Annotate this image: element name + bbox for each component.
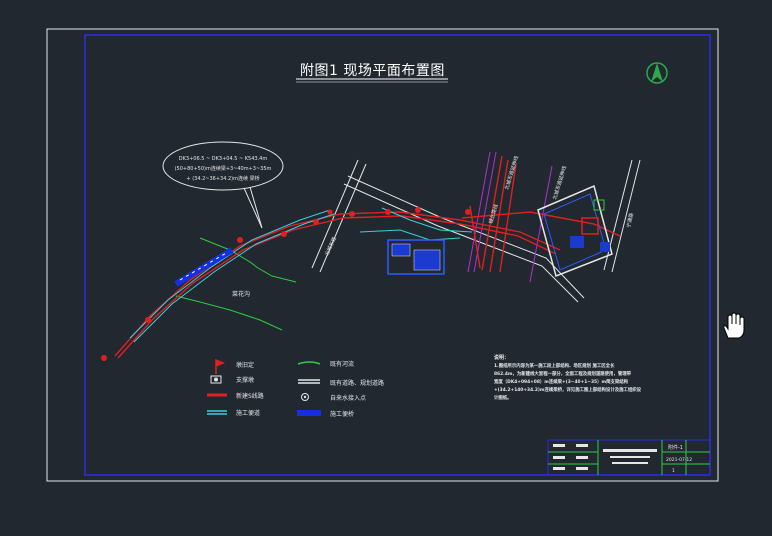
title-block-date: 2021-07-12 bbox=[666, 457, 692, 463]
road-label-left: 北城东路 bbox=[323, 236, 338, 257]
notes-line-3: 宽度（DK4+094+08）m连续梁+(3~40+1~35）m简支梁结构 bbox=[493, 378, 629, 385]
legend-label-river: 既有河流 bbox=[330, 360, 354, 368]
notes-line-2: 862.4m，为新建线大里程一部分，全面工程及规划道路使用，管理带 bbox=[494, 370, 632, 377]
drawing-title: 附图1 现场平面布置图 bbox=[300, 63, 445, 79]
title-block bbox=[547, 439, 711, 476]
temporary-bridge bbox=[174, 247, 234, 287]
title-block-drawing-no: 附件-1 bbox=[668, 444, 683, 451]
callout-line-1: DK3+06.5 ~ DK3+04.5 ~ K543.4m bbox=[179, 156, 268, 162]
existing-roads bbox=[311, 159, 641, 303]
legend-label-pier: 墩旧定 bbox=[236, 361, 254, 369]
notes-heading: 说明： bbox=[494, 354, 509, 361]
notes-line-1: 1.图纸所示内容为某一施工段上部结构、场区规划 施工区全长 bbox=[494, 362, 615, 369]
site-compound bbox=[387, 184, 613, 278]
bridge-icon bbox=[297, 410, 321, 416]
legend-label-roads: 既有道路、规划道路 bbox=[330, 379, 384, 387]
notes-line-5: 计图纸。 bbox=[494, 394, 512, 401]
road-label-north-2: 北城东路延伸线 bbox=[551, 165, 568, 201]
legend-label-bridge: 施工便桥 bbox=[330, 410, 354, 418]
legend-label-new-line: 新建S线路 bbox=[236, 392, 264, 400]
place-label: 菜花沟 bbox=[232, 290, 250, 298]
water-point-icon bbox=[301, 393, 309, 401]
legend-label-support: 支撑墩 bbox=[236, 376, 254, 384]
hand-cursor-icon bbox=[723, 312, 745, 339]
pier-markers bbox=[101, 207, 471, 361]
river-icon bbox=[297, 361, 321, 365]
river-lines bbox=[175, 237, 297, 331]
north-arrow-icon bbox=[646, 62, 668, 84]
road-label-right: 宁通路 bbox=[625, 212, 635, 228]
outer-frame bbox=[46, 28, 719, 482]
legend-label-construction-road: 施工便道 bbox=[236, 409, 260, 417]
title-block-sheet: 1 bbox=[672, 468, 675, 474]
inner-frame bbox=[84, 34, 711, 476]
legend-symbols bbox=[207, 358, 321, 416]
callout-line-3: + (34.2~36+34.2)m连续 梁桥 bbox=[186, 175, 259, 182]
support-icon bbox=[210, 375, 222, 384]
construction-road bbox=[129, 207, 473, 343]
legend-label-water: 自来水接入点 bbox=[330, 394, 366, 402]
callout-line-2: (50+80+50)m连续梁+3~40m+3~35m bbox=[175, 165, 272, 172]
callout-bubble bbox=[162, 141, 284, 191]
flag-icon bbox=[215, 358, 225, 374]
notes-line-4: +(34.2+140+34.2)m连续梁桥，详见施工图上部结构设计及施工组织设 bbox=[494, 386, 642, 393]
